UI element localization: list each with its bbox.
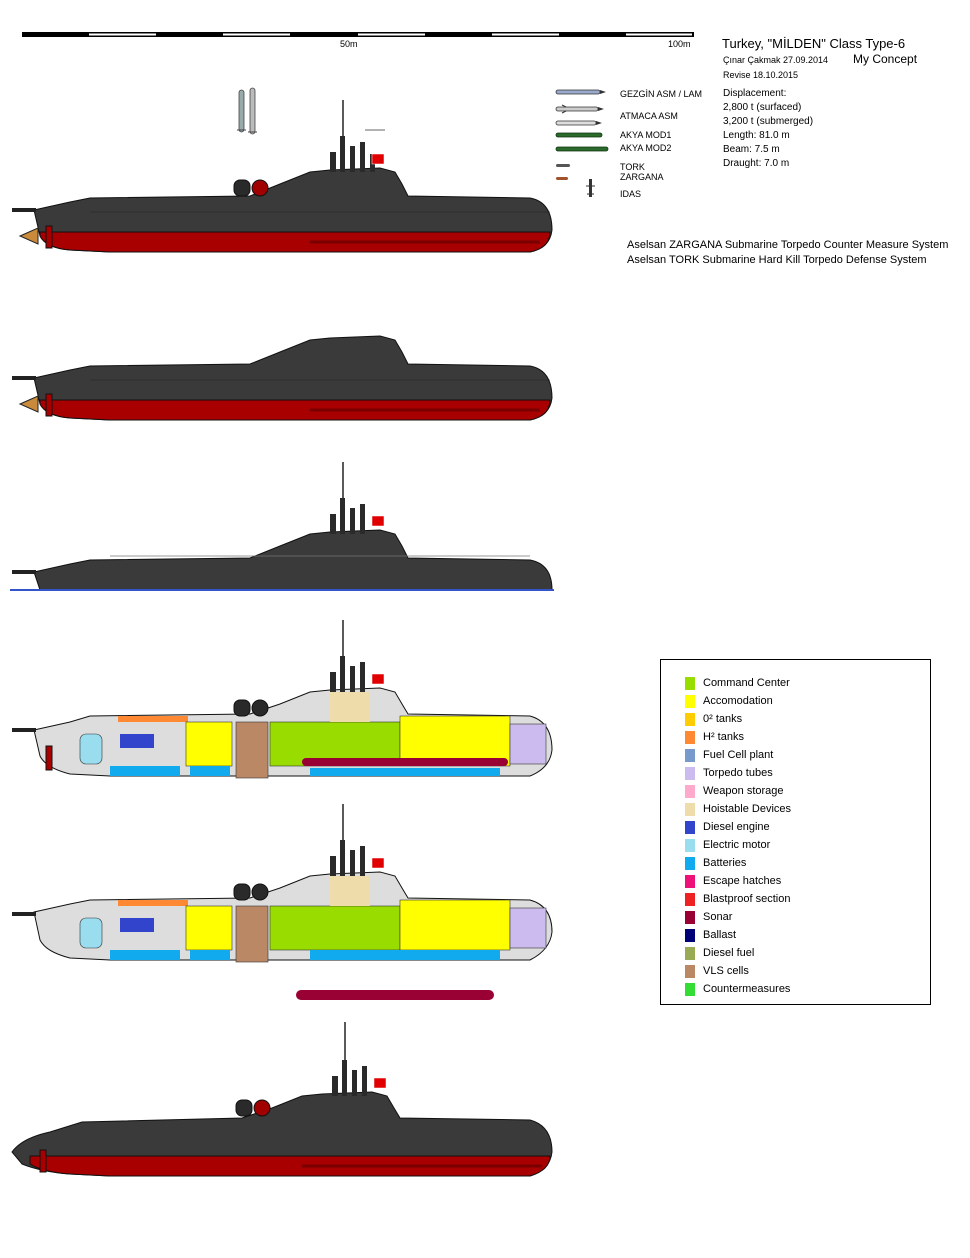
scale-label-100: 100m bbox=[668, 39, 691, 49]
legend-item: Blastproof section bbox=[685, 890, 790, 908]
legend-label: Batteries bbox=[703, 857, 747, 869]
legend-swatch bbox=[685, 766, 695, 780]
legend-item: Batteries bbox=[685, 854, 746, 872]
legend-item: Command Center bbox=[685, 674, 790, 692]
weapon-label-gezgin: GEZGİN ASM / LAM bbox=[620, 89, 703, 99]
submarine-profile-alt-stern bbox=[11, 1022, 553, 1177]
idas-missile-icon bbox=[586, 179, 595, 197]
legend-swatch bbox=[685, 784, 695, 798]
revise-line: Revise 18.10.2015 bbox=[723, 70, 799, 80]
legend-label: Diesel engine bbox=[703, 821, 770, 833]
hard-kill-icon bbox=[556, 164, 570, 167]
weapon-label-tork: TORK bbox=[620, 162, 645, 172]
scale-label-50: 50m bbox=[340, 39, 358, 49]
page-title: Turkey, "MİLDEN" Class Type-6 bbox=[722, 36, 906, 51]
legend-label: Weapon storage bbox=[703, 785, 784, 797]
legend-swatch bbox=[685, 982, 695, 996]
weapon-label-zargana: ZARGANA bbox=[620, 172, 664, 182]
submarine-profile-waterline bbox=[10, 462, 554, 591]
legend-item: Sonar bbox=[685, 908, 732, 926]
anti-ship-missile-icon bbox=[555, 120, 602, 126]
legend-swatch bbox=[685, 910, 695, 924]
submarine-cutaway-1 bbox=[12, 620, 553, 779]
legend-swatch bbox=[685, 964, 695, 978]
torpedo-icon bbox=[555, 132, 603, 138]
legend-label: Diesel fuel bbox=[703, 947, 755, 959]
legend-item: VLS cells bbox=[685, 962, 749, 980]
spec-line: Beam: 7.5 m bbox=[723, 144, 780, 155]
legend-swatch bbox=[685, 892, 695, 906]
legend-item: Fuel Cell plant bbox=[685, 746, 773, 764]
spec-line: Displacement: bbox=[723, 88, 787, 99]
torpedo-icon bbox=[555, 146, 609, 152]
legend-item: Diesel engine bbox=[685, 818, 770, 836]
specs-block: Displacement: 2,800 t (surfaced) 3,200 t… bbox=[723, 87, 813, 171]
legend-item: Countermeasures bbox=[685, 980, 790, 998]
legend-label: 0² tanks bbox=[703, 713, 743, 725]
vertical-missiles-icon bbox=[237, 87, 257, 135]
legend-item: Ballast bbox=[685, 926, 736, 944]
legend-label: VLS cells bbox=[703, 965, 749, 977]
scale-bar bbox=[22, 32, 694, 38]
spec-line: 2,800 t (surfaced) bbox=[723, 102, 802, 113]
legend-label: Fuel Cell plant bbox=[703, 749, 774, 761]
legend-swatch bbox=[685, 676, 695, 690]
system-note-tork: Aselsan TORK Submarine Hard Kill Torpedo… bbox=[627, 254, 927, 266]
weapon-label-atmaca: ATMACA ASM bbox=[620, 111, 678, 121]
submarine-cutaway-2 bbox=[12, 804, 553, 1000]
submarine-profile-masts-lowered bbox=[12, 335, 553, 421]
legend-item: Diesel fuel bbox=[685, 944, 754, 962]
legend-swatch bbox=[685, 946, 695, 960]
legend-item: Hoistable Devices bbox=[685, 800, 791, 818]
legend-label: Blastproof section bbox=[703, 893, 791, 905]
legend-item: Weapon storage bbox=[685, 782, 784, 800]
legend-swatch bbox=[685, 748, 695, 762]
scale-bar-graphic bbox=[22, 32, 694, 37]
towed-sonar-array bbox=[296, 990, 494, 1000]
anti-ship-missile-icon bbox=[555, 104, 604, 114]
concept-label: My Concept bbox=[853, 52, 918, 66]
legend-swatch bbox=[685, 928, 695, 942]
legend-swatch bbox=[685, 820, 695, 834]
system-note-zargana: Aselsan ZARGANA Submarine Torpedo Counte… bbox=[627, 239, 949, 251]
legend-label: Ballast bbox=[703, 929, 737, 941]
cruise-missile-icon bbox=[555, 89, 606, 95]
weapon-label-akya1: AKYA MOD1 bbox=[620, 130, 672, 140]
legend-label: Countermeasures bbox=[703, 983, 791, 995]
legend-swatch bbox=[685, 838, 695, 852]
legend-label: Escape hatches bbox=[703, 875, 782, 887]
legend-label: Accomodation bbox=[703, 695, 773, 707]
legend-swatch bbox=[685, 730, 695, 744]
legend-item: 0² tanks bbox=[685, 710, 742, 728]
legend-label: Sonar bbox=[703, 911, 733, 923]
decoy-icon bbox=[556, 177, 568, 180]
legend-swatch bbox=[685, 802, 695, 816]
legend-swatch bbox=[685, 694, 695, 708]
weapon-label-akya2: AKYA MOD2 bbox=[620, 143, 672, 153]
spec-line: 3,200 t (submerged) bbox=[723, 116, 814, 127]
weapon-icons bbox=[555, 89, 609, 197]
legend-label: Electric motor bbox=[703, 839, 771, 851]
legend-item: Accomodation bbox=[685, 692, 773, 710]
spec-line: Draught: 7.0 m bbox=[723, 158, 790, 169]
author-line: Çınar Çakmak 27.09.2014 bbox=[723, 55, 829, 65]
legend-item: Torpedo tubes bbox=[685, 764, 773, 782]
legend-item: Electric motor bbox=[685, 836, 770, 854]
spec-line: Length: 81.0 m bbox=[723, 130, 790, 141]
legend-swatch bbox=[685, 712, 695, 726]
legend-item: H² tanks bbox=[685, 728, 744, 746]
legend-swatch bbox=[685, 874, 695, 888]
legend-label: Hoistable Devices bbox=[703, 803, 792, 815]
weapon-label-idas: IDAS bbox=[620, 189, 642, 199]
legend-item: Escape hatches bbox=[685, 872, 781, 890]
legend-swatch bbox=[685, 856, 695, 870]
legend-label: Command Center bbox=[703, 677, 790, 689]
legend-label: H² tanks bbox=[703, 731, 744, 743]
submarine-profile-masts-raised bbox=[12, 100, 553, 253]
legend-label: Torpedo tubes bbox=[703, 767, 773, 779]
